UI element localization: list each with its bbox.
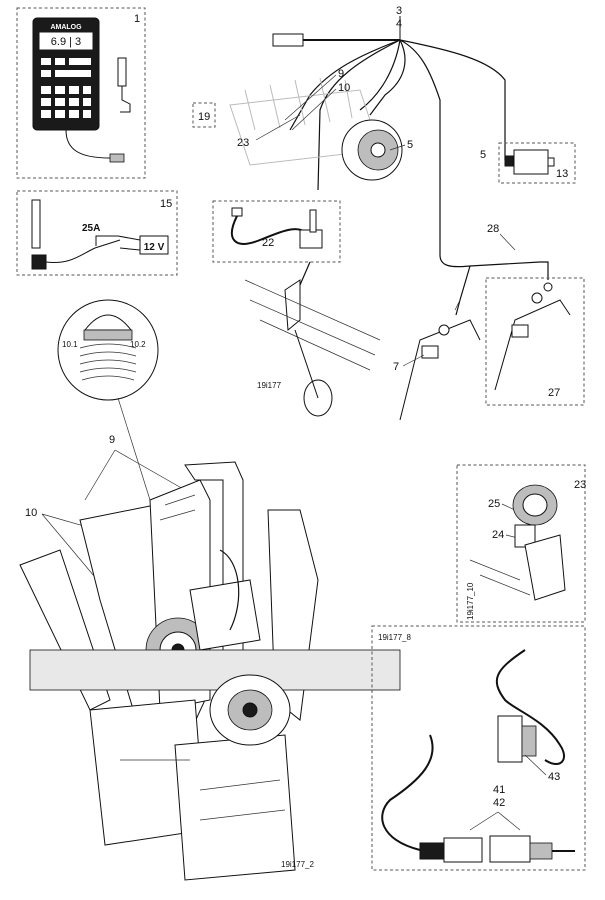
label-5-right: 5 <box>480 149 486 161</box>
panel-display-value: 6.9 | 3 <box>51 36 81 48</box>
wheel-sensor-27 <box>494 282 571 391</box>
detail-box-22 <box>212 200 341 263</box>
label-42: 42 <box>493 797 505 809</box>
sensor-bracket-23 <box>469 484 566 601</box>
detail-box-23 <box>456 464 586 623</box>
panel-button[interactable] <box>55 110 65 118</box>
fuse-rating: 25A <box>82 223 100 234</box>
label-28: 28 <box>487 223 499 235</box>
label-24: 24 <box>492 529 504 541</box>
panel-button[interactable] <box>41 98 51 106</box>
label-3: 3 <box>396 5 402 17</box>
harness-plug <box>272 33 304 47</box>
sensor-cable-22 <box>231 207 323 249</box>
main-harness <box>272 16 549 316</box>
label-7: 7 <box>393 361 399 373</box>
panel-button[interactable] <box>41 110 51 118</box>
label-5-center: 5 <box>407 139 413 151</box>
detail-box-27 <box>485 277 585 406</box>
label-41: 41 <box>493 784 505 796</box>
control-unit-13 <box>504 149 555 175</box>
label-13: 13 <box>556 168 568 180</box>
label-22: 22 <box>262 237 274 249</box>
panel-button[interactable] <box>41 58 51 65</box>
panel-button[interactable] <box>69 86 79 94</box>
label-19: 19 <box>198 111 210 123</box>
label-10-main: 10 <box>25 507 37 519</box>
lever-mechanism: 9 10 <box>19 434 401 881</box>
label-23-top: 23 <box>237 137 249 149</box>
code-detail-10: 19i177_10 <box>466 582 475 620</box>
power-supply: 25A 12 V <box>31 199 169 270</box>
label-9-top: 9 <box>338 68 344 80</box>
label-1: 1 <box>134 13 140 25</box>
panel-button[interactable] <box>41 70 51 77</box>
label-15: 15 <box>160 198 172 210</box>
panel-button[interactable] <box>69 110 79 118</box>
panel-display <box>39 32 93 50</box>
panel-button[interactable] <box>55 58 65 65</box>
detail-box-19 <box>192 102 216 128</box>
panel-brand: AMALOG <box>50 24 82 31</box>
label-27: 27 <box>548 387 560 399</box>
wheel-sensor-7 <box>399 299 481 421</box>
panel-button[interactable] <box>83 110 91 118</box>
label-25: 25 <box>488 498 500 510</box>
battery-voltage: 12 V <box>144 242 165 253</box>
panel-button[interactable] <box>41 86 51 94</box>
connector-42 <box>489 835 531 863</box>
battery-icon <box>139 235 169 255</box>
panel-button[interactable] <box>55 98 65 106</box>
panel-button[interactable] <box>69 58 91 65</box>
panel-bracket <box>117 57 127 87</box>
code-detail-8: 19i177_8 <box>378 633 411 642</box>
panel-button[interactable] <box>83 86 91 94</box>
panel-button[interactable] <box>83 98 91 106</box>
connector-cables: 43 41 42 <box>381 649 575 863</box>
panel-button[interactable] <box>69 98 79 106</box>
detail-box-power-supply <box>16 190 178 276</box>
panel-button[interactable] <box>55 86 65 94</box>
lens-detail: 10.1 10.2 <box>57 299 159 501</box>
label-23-detail: 23 <box>574 479 586 491</box>
detail-box-connectors <box>371 625 586 871</box>
sensor-5 <box>341 119 403 181</box>
panel-plug <box>109 153 125 163</box>
drill-coulter <box>244 261 381 417</box>
label-9-main: 9 <box>109 434 115 446</box>
connector-43 <box>497 715 523 763</box>
code-main: 19i177 <box>257 381 282 390</box>
label-4: 4 <box>396 18 402 30</box>
control-panel: AMALOG 6.9 | 3 <box>32 17 131 163</box>
label-10-1: 10.1 <box>62 340 78 349</box>
connector-41 <box>443 837 483 863</box>
code-detail-2: 19i177_2 <box>281 860 314 869</box>
detail-box-13 <box>498 142 576 184</box>
panel-button[interactable] <box>55 70 91 77</box>
label-10-2: 10.2 <box>130 340 146 349</box>
label-10-top: 10 <box>338 82 350 94</box>
label-43: 43 <box>548 771 560 783</box>
